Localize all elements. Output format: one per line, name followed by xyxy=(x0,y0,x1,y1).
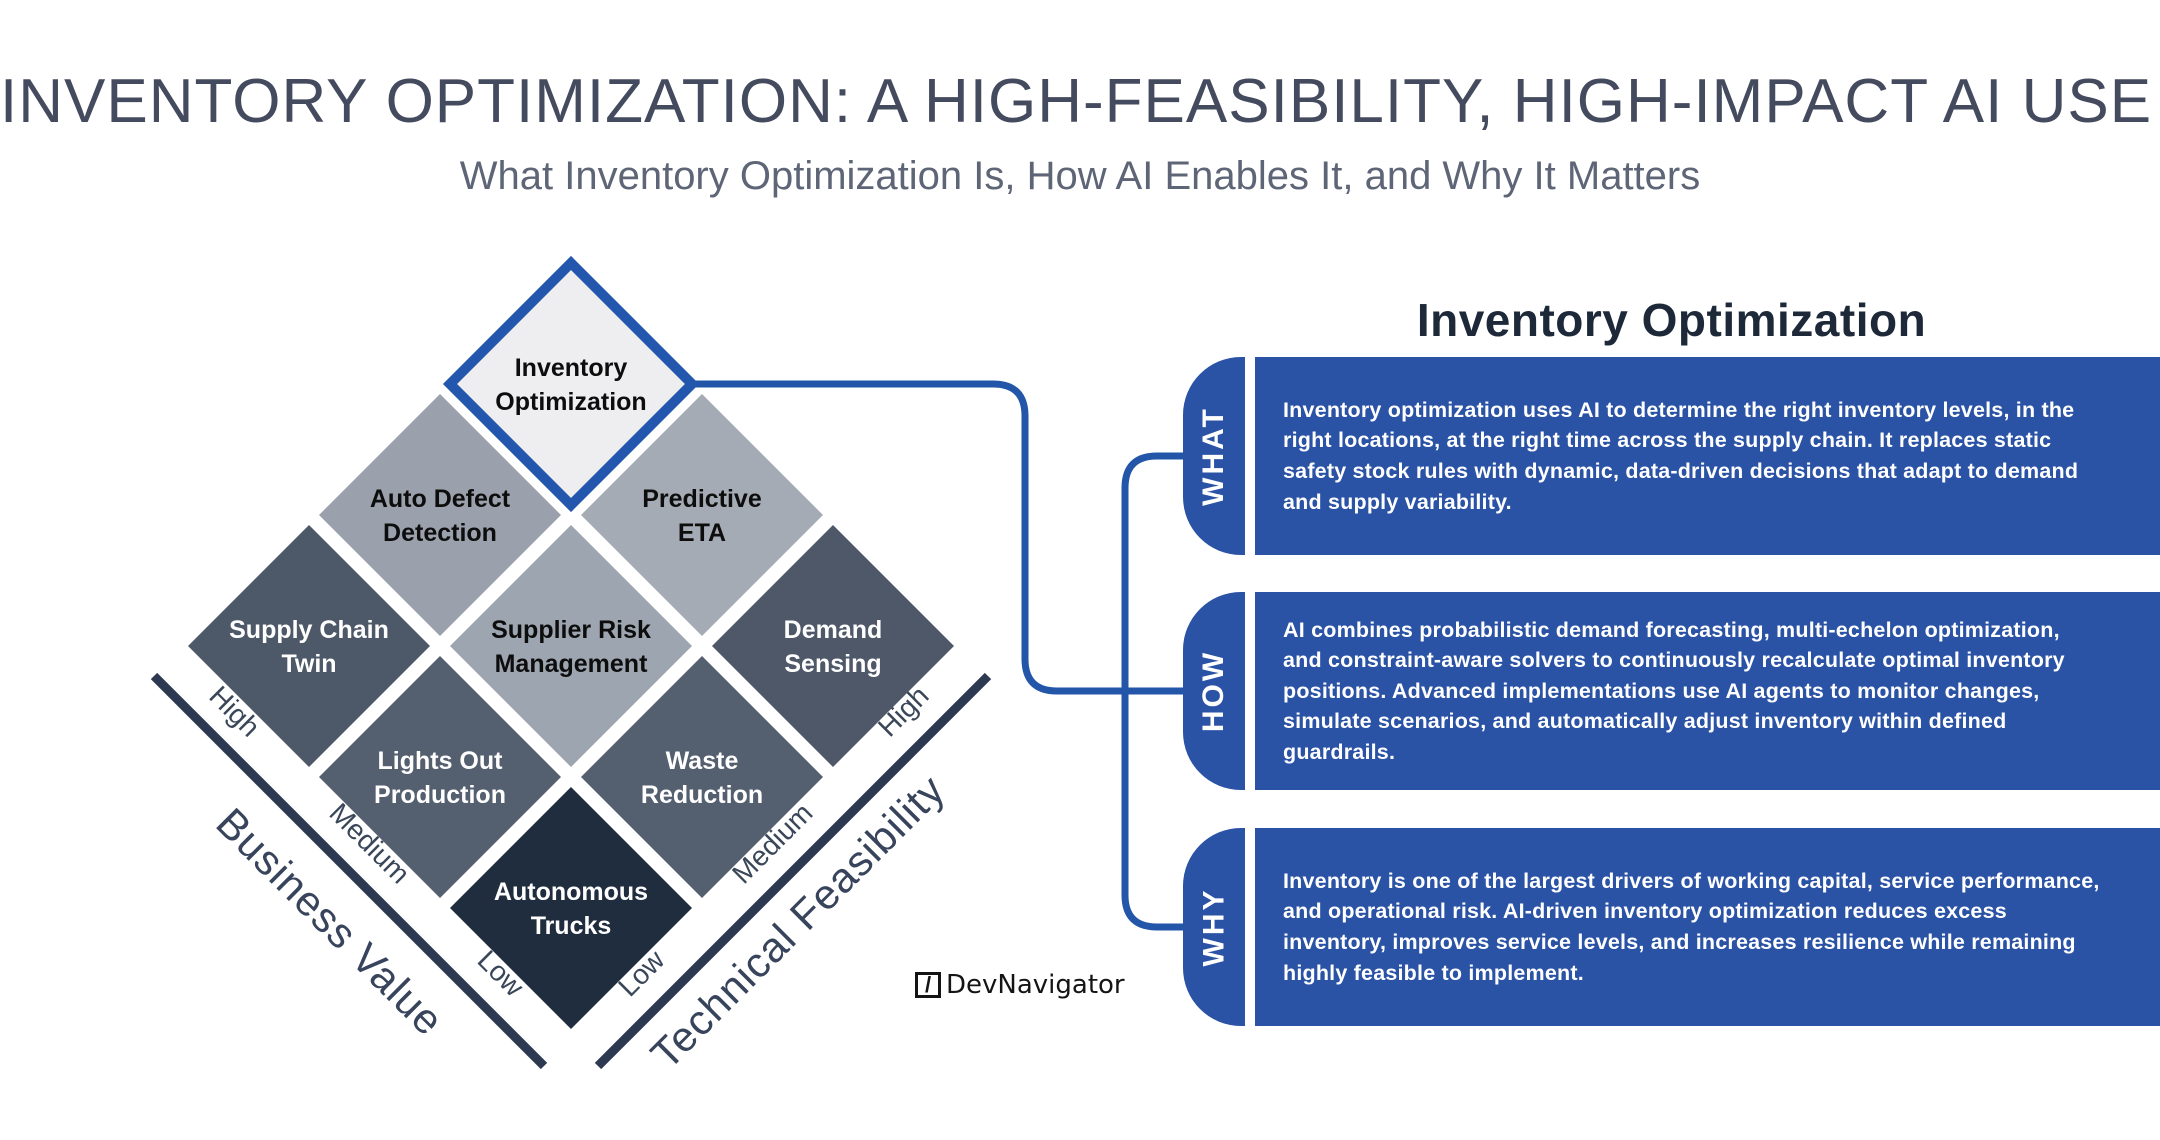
brand-logo: / DevNavigator xyxy=(915,970,1125,1000)
what-tab: WHAT xyxy=(1183,357,1245,555)
why-tab: WHY xyxy=(1183,828,1245,1026)
matrix-cell-demand-sensing xyxy=(712,525,954,767)
matrix-cell-inventory-optimization xyxy=(442,255,700,513)
matrix-cell-supply-chain-twin xyxy=(188,525,430,767)
matrix-cell-autonomous-trucks xyxy=(450,787,692,1029)
how-tab-label: HOW xyxy=(1197,649,1231,733)
what-panel-text: Inventory optimization uses AI to determ… xyxy=(1283,397,2079,514)
why-panel-body: Inventory is one of the largest drivers … xyxy=(1255,828,2160,1026)
connector-what-why-spine xyxy=(1121,452,1185,931)
matrix-cell-waste-reduction xyxy=(581,656,823,898)
technical-feasibility-axis-line xyxy=(594,672,992,1070)
matrix-cell-auto-defect-detection xyxy=(319,394,561,636)
what-panel-body: Inventory optimization uses AI to determ… xyxy=(1255,357,2160,555)
matrix-cell-predictive-eta xyxy=(581,394,823,636)
matrix-cell-lights-out-production xyxy=(319,656,561,898)
connector-to-how xyxy=(694,380,1185,695)
what-tab-label: WHAT xyxy=(1197,406,1230,506)
brand-logo-text: DevNavigator xyxy=(946,970,1125,1000)
why-panel: WHY Inventory is one of the largest driv… xyxy=(1183,828,2160,1026)
page-subtitle: What Inventory Optimization Is, How AI E… xyxy=(459,154,1701,198)
how-tab: HOW xyxy=(1183,592,1245,790)
business-value-axis-line xyxy=(150,672,548,1070)
why-panel-text: Inventory is one of the largest drivers … xyxy=(1283,868,2100,985)
how-panel-body: AI combines probabilistic demand forecas… xyxy=(1255,592,2160,790)
slash-square-icon: / xyxy=(915,972,941,998)
what-panel: WHAT Inventory optimization uses AI to d… xyxy=(1183,357,2160,555)
how-panel: HOW AI combines probabilistic demand for… xyxy=(1183,592,2160,790)
detail-heading: Inventory Optimization xyxy=(1416,294,1927,346)
matrix-cell-supplier-risk-management xyxy=(450,525,692,767)
how-panel-text: AI combines probabilistic demand forecas… xyxy=(1283,617,2065,764)
page-title: INVENTORY OPTIMIZATION: A HIGH-FEASIBILI… xyxy=(0,67,2160,136)
why-tab-label: WHY xyxy=(1197,887,1230,967)
